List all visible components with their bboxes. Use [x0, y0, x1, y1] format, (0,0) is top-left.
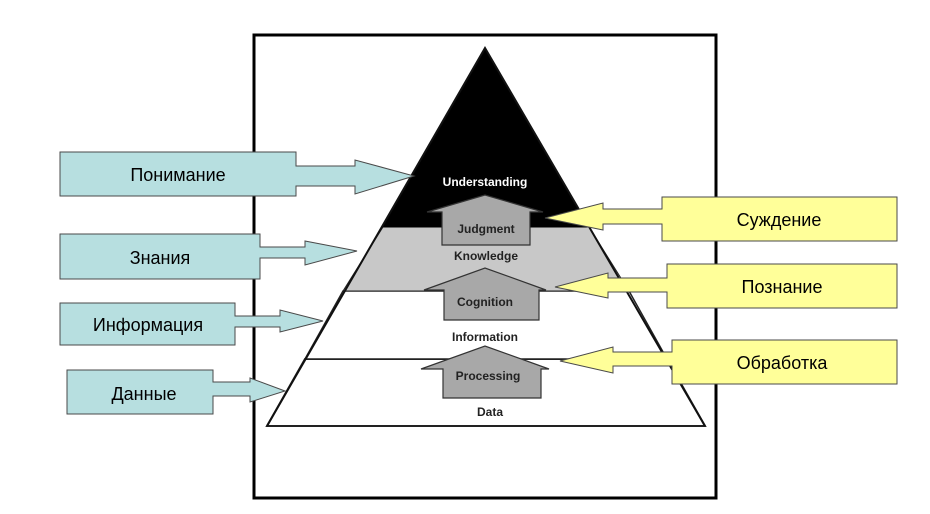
pyramid-outline: [266, 46, 706, 427]
layer-label-knowledge: Knowledge: [454, 249, 518, 263]
right-callout-poznanie: Познание: [554, 263, 898, 309]
layer-label-data: Data: [477, 405, 503, 419]
process-label-processing: Processing: [456, 369, 521, 383]
left-callout-label: Данные: [111, 384, 176, 404]
right-callout-label: Познание: [742, 277, 823, 297]
left-callout-label: Знания: [130, 248, 191, 268]
right-callout-label: Обработка: [737, 353, 829, 373]
layer-label-information: Information: [452, 330, 518, 344]
left-callout-informatsiya: Информация: [59, 302, 324, 346]
process-label-judgment: Judgment: [457, 222, 514, 236]
left-callout-dannye: Данные: [66, 369, 287, 415]
process-label-cognition: Cognition: [457, 295, 513, 309]
right-callout-obrabotka: Обработка: [559, 339, 898, 385]
left-callout-label: Понимание: [130, 165, 225, 185]
left-callout-znaniya: Знания: [59, 233, 358, 280]
left-callout-ponimanie: Понимание: [59, 151, 416, 197]
process-arrow-processing: [420, 345, 550, 399]
right-callout-label: Суждение: [737, 210, 822, 230]
process-arrow-cognition: [423, 267, 547, 321]
process-arrow-judgment: [426, 194, 544, 246]
left-callout-label: Информация: [93, 315, 203, 335]
layer-label-understanding: Understanding: [443, 175, 528, 189]
right-callout-suzhdenie: Суждение: [544, 196, 898, 242]
